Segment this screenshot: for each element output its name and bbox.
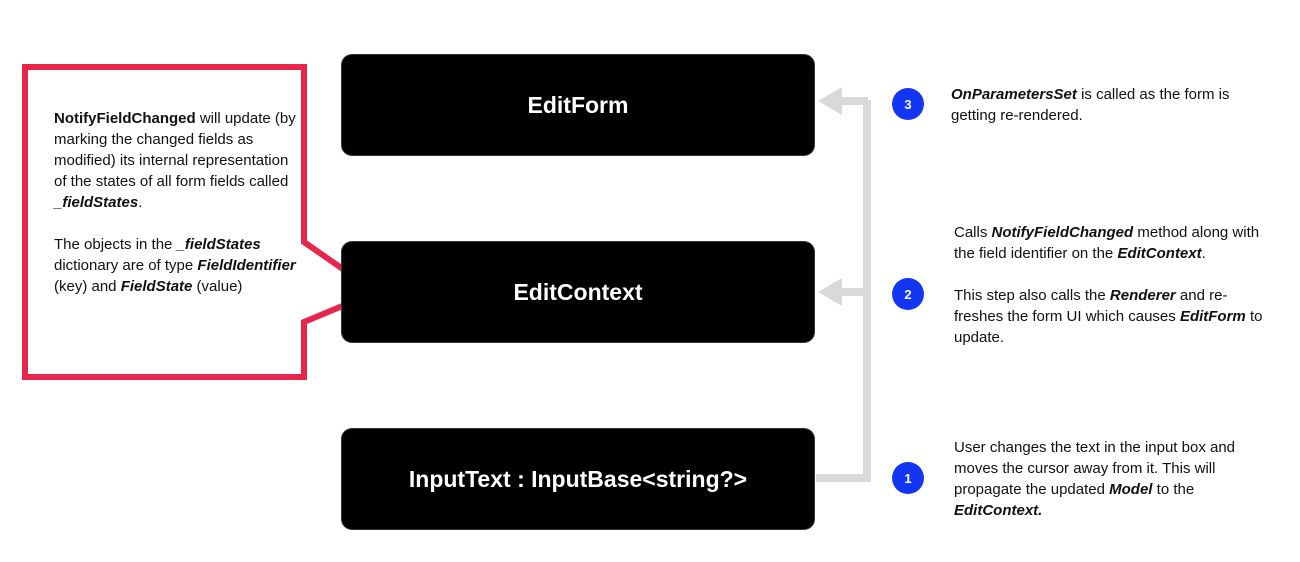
step-1-description: User changes the text in the input box a… [954,437,1274,542]
step-badge-2: 2 [892,278,924,310]
step-2-body: Calls [954,224,992,241]
note-field: _fieldStates [54,194,139,211]
step-2-body: and re-freshes the form UI which causes [954,287,1228,325]
note-type: FieldState [120,278,193,295]
step-1-body: to the [1152,481,1195,498]
step-badge-3: 3 [892,88,924,120]
step-3-text: OnParametersSet is called as the form is… [951,84,1271,126]
editform-box: EditForm [342,55,814,155]
step-1-text: User changes the text in the input box a… [954,437,1274,521]
note-paragraph-2: The objects in the _fieldStates dictiona… [54,234,300,297]
step-2-body: . [1201,245,1206,262]
step-3-description: OnParametersSet is called as the form is… [951,84,1271,147]
inputtext-label: InputText : InputBase<string?> [408,465,748,492]
step-number: 3 [904,96,912,112]
callout-note: NotifyFieldChanged will update (by marki… [54,108,300,318]
step-2-body: method along with the field identifier o… [954,224,1260,262]
step-2-body: This step also calls the [954,287,1110,304]
note-text: (value) [192,278,243,295]
step-2-em: Renderer [1109,287,1176,304]
step-2-em: EditForm [1179,308,1246,325]
note-text: (key) and [54,278,121,295]
step-3-em: OnParametersSet [951,86,1077,103]
note-field: _fieldStates [176,236,261,253]
editform-label: EditForm [527,91,629,118]
step-3-body: is called as the form is getting re-rend… [951,86,1230,124]
step-2-text-b: This step also calls the Renderer and re… [954,285,1274,348]
step-number: 2 [904,286,912,302]
step-1-em: EditContext. [954,502,1043,519]
step-2-description: Calls NotifyFieldChanged method along wi… [954,222,1274,369]
step-2-em: NotifyFieldChanged [991,224,1134,241]
step-1-em: Model [1109,481,1153,498]
step-2-em: EditContext [1117,245,1202,262]
note-text: The objects in the [54,236,177,253]
step-2-text-a: Calls NotifyFieldChanged method along wi… [954,222,1274,264]
note-text: dictionary are of type [54,257,198,274]
note-type: FieldIdentifier [197,257,296,274]
note-method: NotifyFieldChanged [54,110,196,127]
editcontext-label: EditContext [513,278,643,305]
step-1-body: User changes the text in the input box a… [954,439,1236,498]
note-text: . [138,194,143,211]
step-2-body: to update. [954,308,1263,346]
step-badge-1: 1 [892,462,924,494]
note-text: will update (by marking the changed fiel… [54,110,296,190]
note-paragraph-1: NotifyFieldChanged will update (by marki… [54,108,300,213]
inputtext-box: InputText : InputBase<string?> [342,429,814,529]
editcontext-box: EditContext [342,242,814,342]
step-number: 1 [904,470,912,486]
